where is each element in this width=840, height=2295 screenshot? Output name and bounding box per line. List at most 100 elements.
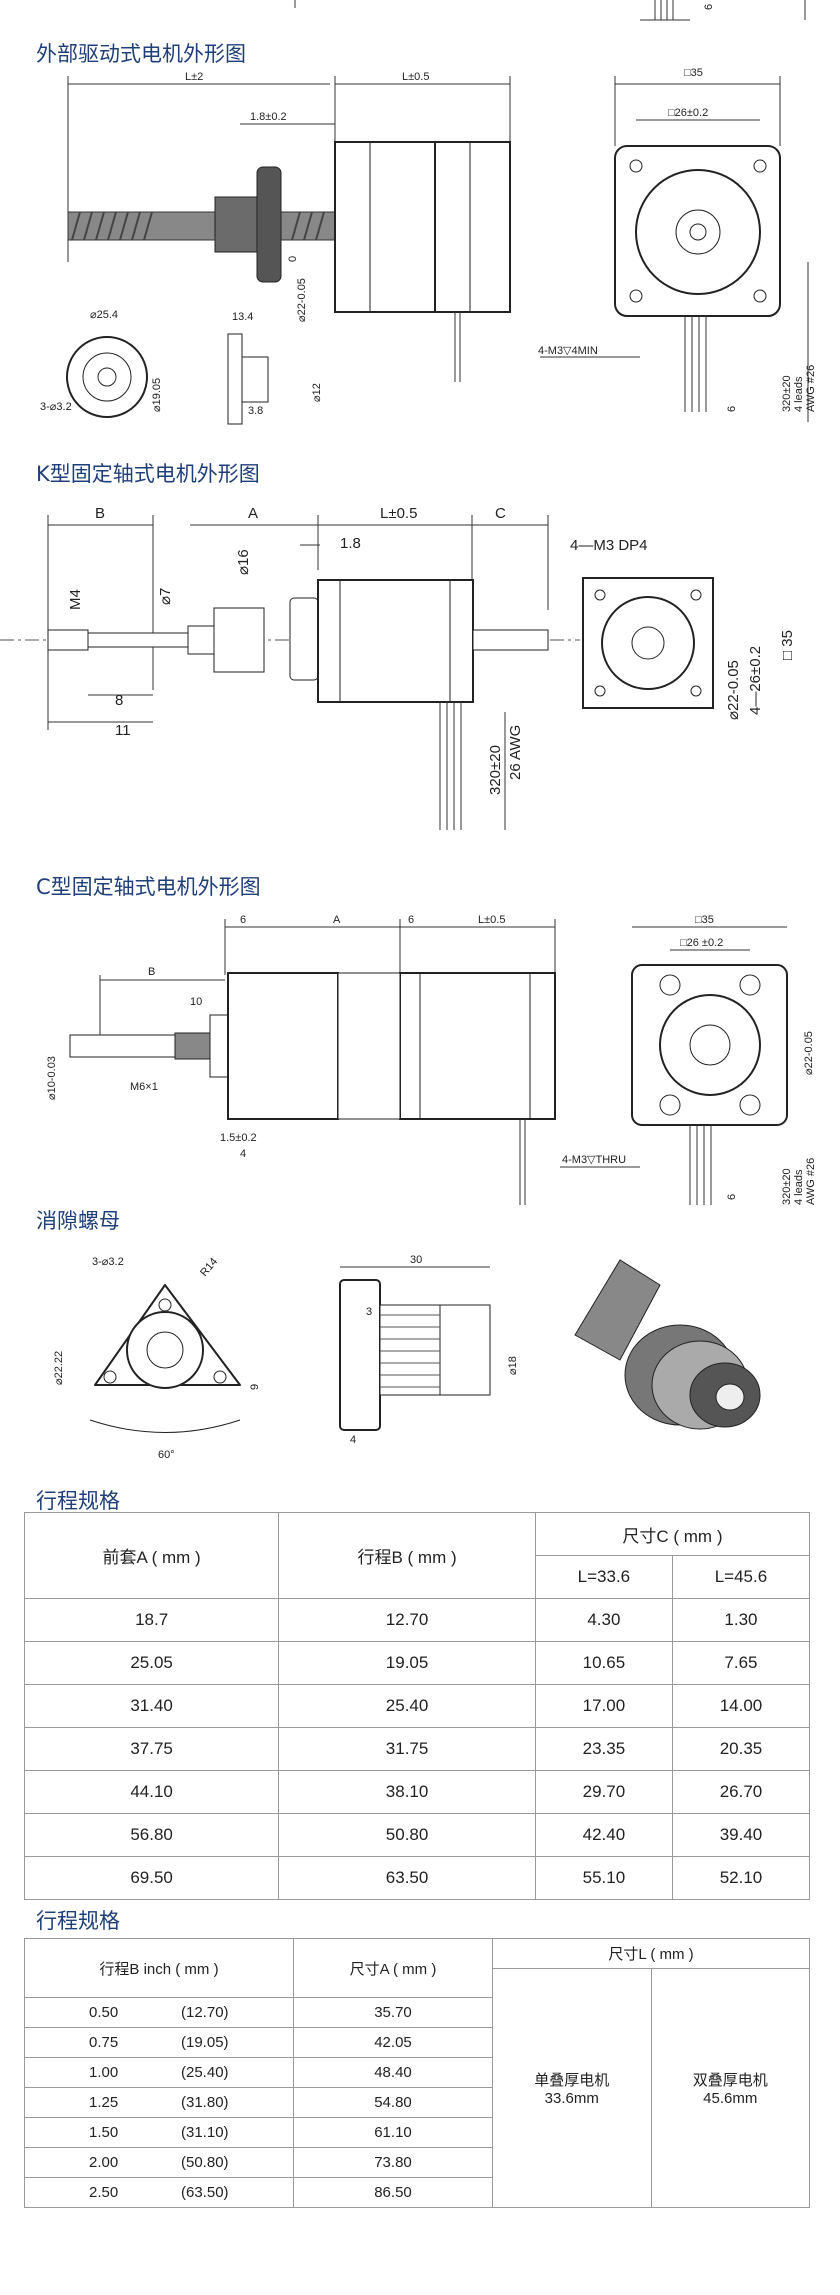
table-row: 前套A ( mm ) 行程B ( mm ) 尺寸C ( mm ) bbox=[23, 1512, 811, 1599]
table-row: 2.50(63.50)86.50 bbox=[24, 2177, 810, 2208]
dimension-label: ⌀22.22 bbox=[53, 1351, 65, 1385]
table-cell: 0.50(12.70) bbox=[24, 1997, 294, 2028]
dimension-label: 3.8 bbox=[248, 405, 263, 417]
table-cell: 1.30 bbox=[671, 1598, 811, 1642]
table-row: 单叠厚电机 33.6mm 双叠厚电机 45.6mm bbox=[25, 1968, 810, 2208]
dimension-label: 11 bbox=[115, 722, 131, 739]
dim-Lpm: L±0.5 bbox=[402, 71, 429, 83]
col-header-stroke-b: 行程B inch ( mm ) bbox=[24, 1938, 294, 1998]
top-cutoff-marks: 6 bbox=[294, 0, 806, 21]
single-stack-value: 33.6mm bbox=[544, 2090, 599, 2107]
col-header-size-l: 尺寸L ( mm ) bbox=[492, 1938, 810, 1969]
table-cell: 37.75 bbox=[23, 1727, 280, 1771]
dimension-label: ⌀22-0.05 bbox=[803, 1031, 815, 1075]
dimension-label: 3 bbox=[366, 1306, 372, 1318]
section-title-spec1: 行程规格 bbox=[36, 1489, 120, 1513]
antibacklash-nut-drawing: 3-⌀3.2 R14 ⌀22.22 9 60° 30 3 ⌀18 4 bbox=[53, 1254, 761, 1461]
c-dim-A: A bbox=[333, 914, 341, 926]
stroke-spec-table-1: 前套A ( mm ) 行程B ( mm ) 尺寸C ( mm ) L=33.6 … bbox=[23, 1512, 811, 1900]
k-type-drawing: B A L±0.5 C 1.8 M4 ⌀7 ⌀16 8 11 320±20 26… bbox=[0, 505, 796, 830]
dimension-label: 4 bbox=[350, 1434, 356, 1446]
dimension-label: R14 bbox=[198, 1256, 220, 1279]
dimension-label: ⌀7 bbox=[157, 588, 174, 605]
dimension-label: 10 bbox=[190, 996, 202, 1008]
dimension-label: 4 leads bbox=[793, 1169, 805, 1205]
table-cell: 19.05 bbox=[278, 1641, 536, 1685]
section-title-spec2: 行程规格 bbox=[36, 1909, 120, 1933]
table-cell: 14.00 bbox=[671, 1684, 811, 1728]
table-cell: 2.00(50.80) bbox=[24, 2147, 294, 2178]
dimension-label: 3-⌀3.2 bbox=[92, 1256, 124, 1268]
dimension-label: □26 ±0.2 bbox=[680, 937, 723, 949]
dimension-label: 4—26±0.2 bbox=[747, 646, 764, 715]
dimension-label: □ 35 bbox=[779, 630, 796, 660]
table-row: L=33.6 L=45.6 bbox=[25, 1555, 811, 1599]
dim-d22: ⌀22-0.05 bbox=[296, 278, 308, 322]
table-cell: 42.40 bbox=[534, 1813, 673, 1857]
external-drive-drawing: L±2 L±0.5 1.8±0.2 ⌀22-0.05 0 □35 □26±0.2… bbox=[40, 67, 817, 425]
table-cell: 26.70 bbox=[671, 1770, 811, 1814]
table-cell: 42.05 bbox=[293, 2027, 493, 2058]
dimension-label: M6×1 bbox=[130, 1081, 158, 1093]
double-stack-value: 45.6mm bbox=[703, 2090, 758, 2107]
section-title-c-type: C型固定轴式电机外形图 bbox=[36, 875, 261, 899]
dimension-label: 9 bbox=[249, 1384, 261, 1390]
col-header-c: 尺寸C ( mm ) bbox=[534, 1512, 811, 1556]
table-cell: 20.35 bbox=[671, 1727, 811, 1771]
table-row: 1.25(31.80)54.80 bbox=[24, 2087, 810, 2118]
dimension-label: ⌀10-0.03 bbox=[46, 1056, 58, 1100]
dimension-label: 1.8 bbox=[340, 535, 361, 552]
dimension-label: 8 bbox=[115, 692, 123, 709]
dim-L: L±2 bbox=[185, 71, 203, 83]
table-cell: 10.65 bbox=[534, 1641, 673, 1685]
dimension-label: 26 AWG bbox=[507, 725, 524, 780]
dim-sq26: □26±0.2 bbox=[668, 107, 708, 119]
dim-sq35: □35 bbox=[684, 67, 703, 79]
dimension-label: 0 bbox=[287, 256, 299, 262]
table-cell: 18.7 bbox=[23, 1598, 280, 1642]
col-header-a: 前套A ( mm ) bbox=[23, 1512, 280, 1599]
dimension-label: ⌀18 bbox=[507, 1356, 519, 1375]
top-dim-label: 6 bbox=[703, 4, 715, 10]
table-row: 1.00(25.40)48.40 bbox=[24, 2057, 810, 2088]
dimension-label: 1.5±0.2 bbox=[220, 1132, 257, 1144]
table-cell: 17.00 bbox=[534, 1684, 673, 1728]
dimension-label: 6 bbox=[408, 914, 414, 926]
double-stack-label: 双叠厚电机 bbox=[692, 2072, 768, 2089]
lead-length: 320±20 bbox=[781, 375, 793, 412]
table-cell: 12.70 bbox=[278, 1598, 536, 1642]
dimension-label: 13.4 bbox=[232, 311, 253, 323]
table-cell: 31.40 bbox=[23, 1684, 280, 1728]
section-title-external: 外部驱动式电机外形图 bbox=[36, 42, 246, 66]
nut-d25: ⌀25.4 bbox=[90, 309, 118, 321]
dimension-label: 60° bbox=[158, 1449, 175, 1461]
table-cell: 1.25(31.80) bbox=[24, 2087, 294, 2118]
dimension-label: 6 bbox=[726, 1194, 738, 1200]
dimension-label: ⌀12 bbox=[311, 383, 323, 402]
table-cell: 1.50(31.10) bbox=[24, 2117, 294, 2148]
c-dim-L: L±0.5 bbox=[478, 914, 505, 926]
table-cell: 52.10 bbox=[671, 1856, 811, 1900]
dimension-label: ⌀16 bbox=[235, 549, 252, 575]
dimension-label: AWG #26 bbox=[805, 1158, 817, 1205]
table-row: 0.50(12.70)35.70 bbox=[24, 1997, 810, 2028]
dimension-label: □35 bbox=[695, 914, 714, 926]
table-row: 2.00(50.80)73.80 bbox=[24, 2147, 810, 2178]
table-cell: 44.10 bbox=[23, 1770, 280, 1814]
table-cell: 双叠厚电机 45.6mm bbox=[650, 1968, 810, 2208]
dim-1-8: 1.8±0.2 bbox=[250, 111, 287, 123]
c-dim-B: B bbox=[148, 966, 155, 978]
dimension-label: 320±20 bbox=[487, 745, 504, 795]
table-cell: 63.50 bbox=[278, 1856, 536, 1900]
table-row: 1.50(31.10)61.10 bbox=[24, 2117, 810, 2148]
dimension-label: 30 bbox=[410, 1254, 422, 1266]
dimension-label: 320±20 bbox=[781, 1168, 793, 1205]
dimension-label: ⌀22-0.05 bbox=[725, 660, 742, 720]
table-cell: 69.50 bbox=[23, 1856, 280, 1900]
dimension-label: 6 bbox=[726, 406, 738, 412]
